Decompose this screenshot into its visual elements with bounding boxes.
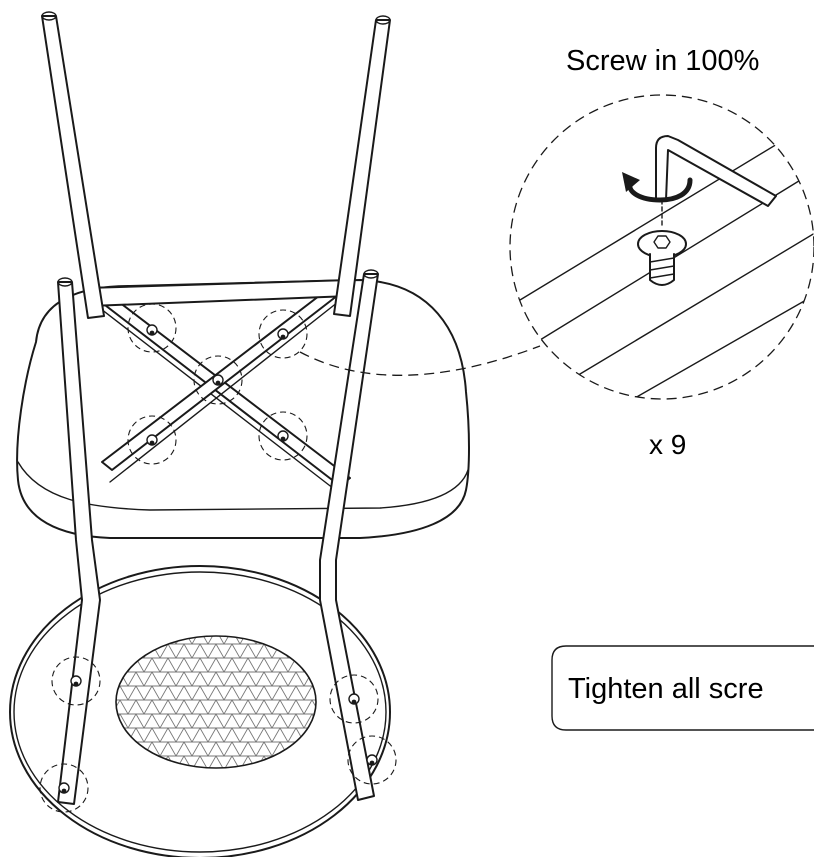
clockwise-rotation-arrow-icon [622,172,693,203]
hex-socket-screw-icon [637,230,687,286]
back-leg-right [333,15,391,317]
allen-key-icon [655,135,777,229]
cross-frame [85,279,351,493]
zoom-detail [509,94,814,400]
leg-screw-2 [39,763,89,813]
front-leg-left [57,277,101,805]
front-leg-right [319,269,379,801]
back-leg-left [41,11,105,319]
frame-screw-5 [258,411,308,461]
tighten-label: Tighten all scre [568,673,764,705]
cushion [9,565,391,857]
frame-screw-1 [127,303,177,353]
quantity-label: x 9 [649,429,686,460]
leg-screw-4 [347,735,397,785]
leg-screw-1 [51,656,101,706]
frame-screw-4 [127,415,177,465]
frame-screw-3 [193,355,243,405]
screw-in-label: Screw in 100% [566,45,759,77]
tighten-note: Tighten all scre [551,645,814,731]
leg-screw-3 [329,674,379,724]
frame-screw-2 [258,309,308,359]
zoom-leader-line [299,345,541,376]
